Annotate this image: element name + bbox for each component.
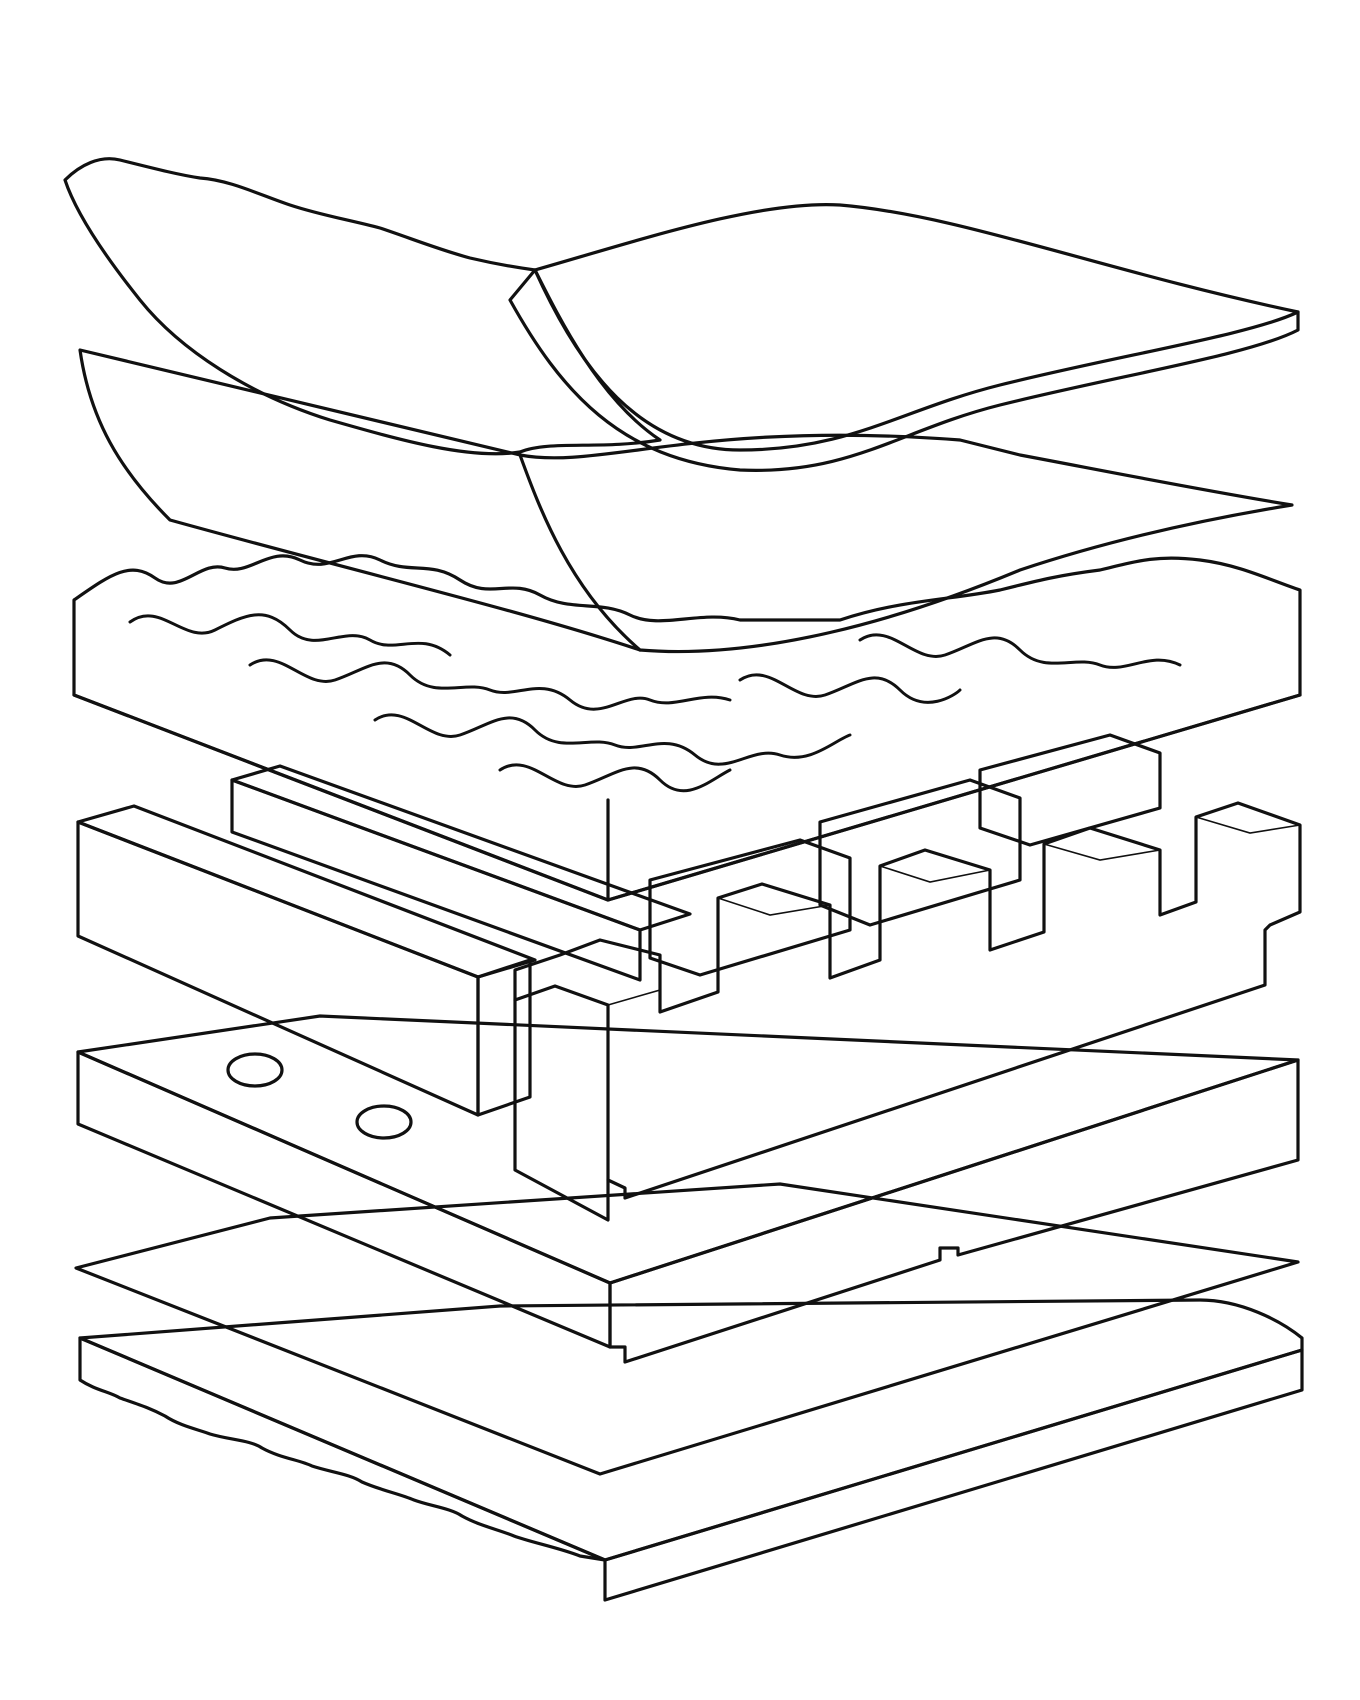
vent-hole bbox=[355, 1104, 413, 1140]
foam-wave-line bbox=[498, 763, 732, 793]
convoluted-foam bbox=[72, 554, 1302, 902]
base-slab-side-face bbox=[608, 1058, 1300, 1364]
quilted-top-cover bbox=[63, 157, 1300, 472]
foam-wave-line bbox=[738, 673, 962, 704]
slat-rear bbox=[818, 778, 1022, 927]
top-sheet-face bbox=[78, 348, 1294, 654]
bottom-fabric-sheet bbox=[74, 1182, 1300, 1476]
bottom-cover-front-face bbox=[78, 1336, 607, 1562]
slat-second-top bbox=[230, 764, 692, 932]
foam-wave-line bbox=[373, 713, 852, 766]
slat-rear bbox=[978, 733, 1162, 847]
top-fabric-sheet bbox=[78, 348, 1294, 654]
foam-wave-line bbox=[128, 613, 452, 657]
convoluted-foam-body bbox=[72, 554, 1302, 902]
notched-frame-front-edge bbox=[513, 998, 610, 1222]
top-cover-curled-face bbox=[63, 157, 662, 456]
notched-foam-frame bbox=[513, 801, 1302, 1222]
notch-edge bbox=[607, 954, 661, 1006]
top-sheet-fold bbox=[518, 453, 642, 652]
foam-wave-line bbox=[858, 633, 1182, 669]
slat-long-front bbox=[76, 820, 480, 1117]
quilted-bottom-cover bbox=[78, 1298, 1304, 1602]
notch-edge bbox=[1043, 843, 1161, 861]
support-slats bbox=[76, 733, 1162, 1117]
bottom-sheet-face bbox=[74, 1182, 1300, 1476]
notched-frame-body bbox=[513, 801, 1302, 1200]
base-slab-top-face bbox=[76, 1014, 1300, 1285]
notch-edge bbox=[1195, 816, 1301, 834]
foam-wave-line bbox=[248, 658, 732, 711]
top-cover-edge bbox=[508, 268, 1300, 472]
top-cover-top-face bbox=[533, 202, 1300, 452]
base-foam-slab bbox=[76, 1014, 1300, 1364]
bottom-cover-top-face bbox=[78, 1298, 1304, 1562]
vent-hole bbox=[226, 1052, 284, 1088]
notch-edge bbox=[717, 897, 831, 916]
slat-long-side bbox=[476, 958, 532, 1117]
slat-rear bbox=[648, 838, 852, 977]
slat-second-front bbox=[230, 778, 642, 982]
notch-edge bbox=[879, 865, 991, 883]
bottom-cover-side-face bbox=[603, 1348, 1304, 1602]
